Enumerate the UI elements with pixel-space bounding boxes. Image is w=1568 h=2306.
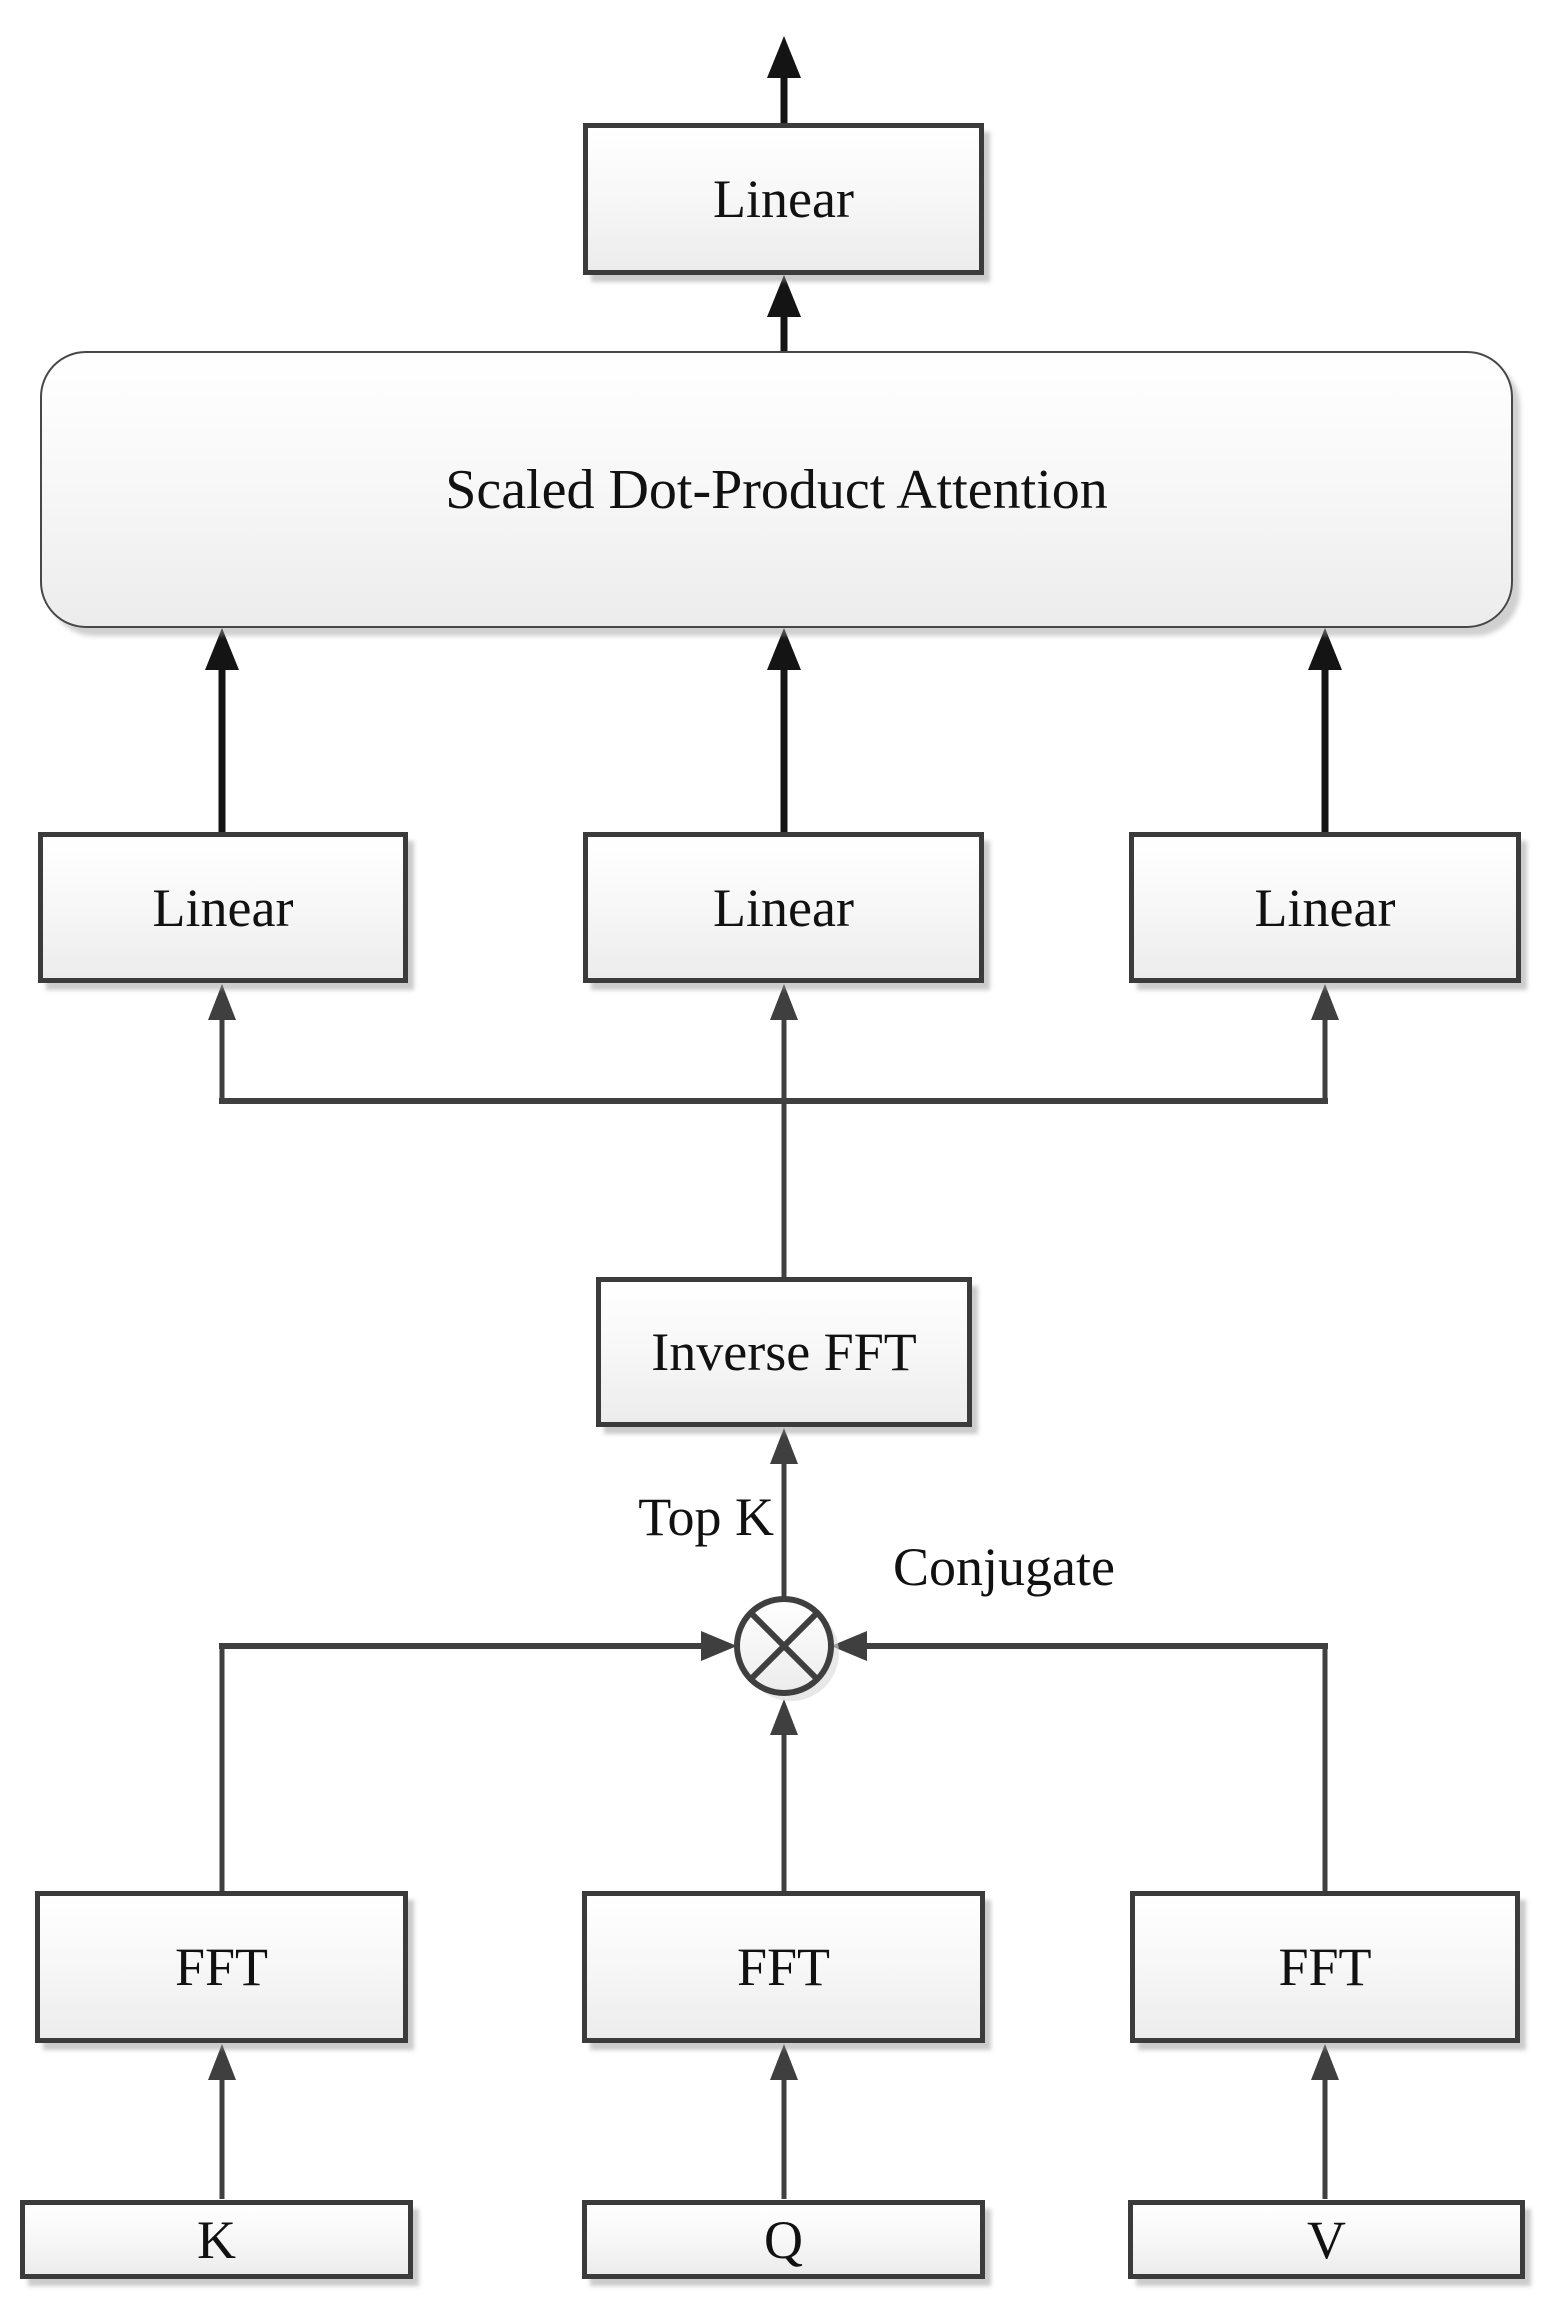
arrow-linear-right-to-attention bbox=[1308, 628, 1342, 832]
node-linear-left-label: Linear bbox=[152, 877, 294, 938]
node-linear-right: Linear bbox=[1129, 832, 1521, 983]
node-input-v-label: V bbox=[1307, 2209, 1346, 2270]
node-input-q: Q bbox=[582, 2200, 985, 2279]
multiply-node bbox=[734, 1596, 839, 1701]
node-input-k-label: K bbox=[197, 2209, 236, 2270]
arrow-fft-right-to-multiply bbox=[831, 1631, 1328, 1891]
arrow-multiply-to-inverse-fft bbox=[770, 1428, 798, 1598]
node-linear-center-label: Linear bbox=[713, 877, 854, 938]
label-top-k: Top K bbox=[638, 1487, 774, 1547]
node-fft-left: FFT bbox=[35, 1891, 408, 2043]
node-input-v: V bbox=[1128, 2200, 1525, 2279]
arrow-linear-center-to-attention bbox=[767, 628, 801, 832]
arrow-fft-left-to-multiply bbox=[219, 1631, 737, 1891]
arrow-q-to-fft bbox=[770, 2044, 798, 2199]
node-linear-center: Linear bbox=[583, 832, 984, 983]
node-linear-left: Linear bbox=[38, 832, 408, 983]
node-inverse-fft-label: Inverse FFT bbox=[651, 1322, 917, 1382]
arrow-final-output bbox=[767, 36, 801, 123]
node-scaled-dot-product-attention: Scaled Dot-Product Attention bbox=[40, 351, 1513, 628]
arrow-fft-center-to-multiply bbox=[770, 1699, 798, 1891]
arrow-attention-to-output-linear bbox=[767, 275, 801, 351]
split-connector bbox=[208, 984, 1339, 1280]
node-fft-right: FFT bbox=[1130, 1891, 1520, 2043]
node-linear-right-label: Linear bbox=[1254, 877, 1396, 938]
label-conjugate: Conjugate bbox=[893, 1537, 1115, 1597]
node-fft-center: FFT bbox=[582, 1891, 985, 2043]
arrow-k-to-fft bbox=[208, 2044, 236, 2199]
node-fft-right-label: FFT bbox=[1278, 1937, 1372, 1997]
arrow-v-to-fft bbox=[1311, 2044, 1339, 2199]
node-input-k: K bbox=[20, 2200, 413, 2279]
node-fft-left-label: FFT bbox=[174, 1937, 269, 1997]
node-inverse-fft: Inverse FFT bbox=[596, 1277, 972, 1427]
node-output-linear-label: Linear bbox=[713, 169, 854, 229]
node-output-linear: Linear bbox=[583, 123, 984, 275]
node-attention-label: Scaled Dot-Product Attention bbox=[445, 458, 1108, 521]
node-input-q-label: Q bbox=[764, 2209, 803, 2270]
arrow-linear-left-to-attention bbox=[205, 628, 239, 832]
node-fft-center-label: FFT bbox=[736, 1937, 831, 1997]
